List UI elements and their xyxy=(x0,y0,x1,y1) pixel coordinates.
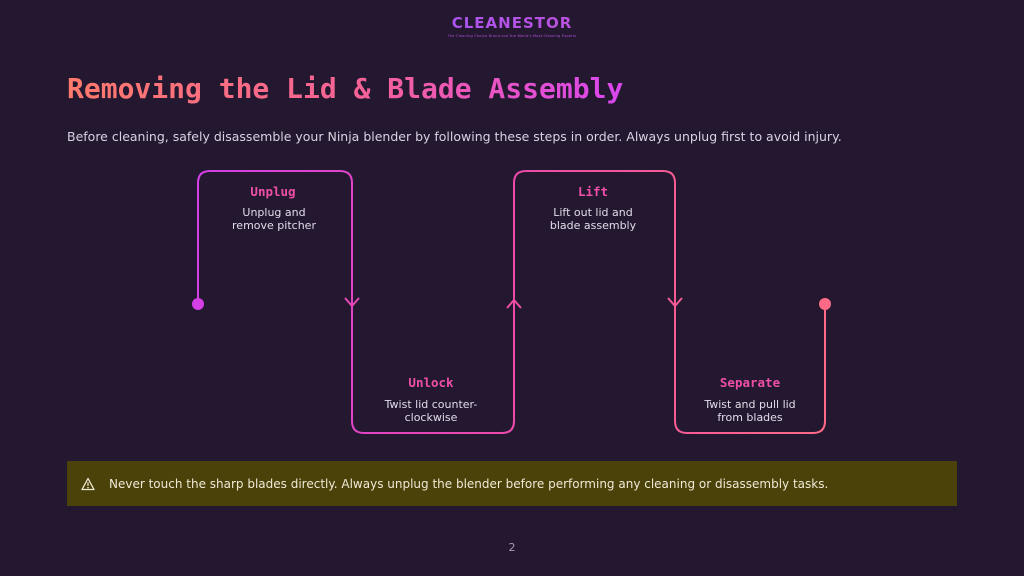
step-description: blade assembly xyxy=(550,219,637,232)
page-number: 2 xyxy=(508,541,516,554)
step-title: Lift xyxy=(578,184,608,199)
warning-banner: Never touch the sharp blades directly. A… xyxy=(67,461,957,506)
step-title: Separate xyxy=(720,375,781,390)
step-description: from blades xyxy=(717,411,783,424)
brand-header: CLEANESTOR The Cleaning Choice Brand and… xyxy=(0,14,1024,38)
step-description: Twist lid counter- xyxy=(384,398,478,411)
step-description: Unplug and xyxy=(242,206,305,219)
step-description: Lift out lid and xyxy=(553,206,632,219)
brand-tagline: The Cleaning Choice Brand and the World'… xyxy=(447,34,577,38)
end-dot xyxy=(819,298,831,310)
step-description: remove pitcher xyxy=(232,219,316,232)
process-diagram: Unplug Unplug and remove pitcher Unlock … xyxy=(192,170,831,434)
arrow-down-icon xyxy=(344,297,360,308)
step-unplug: Unplug Unplug and remove pitcher xyxy=(232,184,316,232)
warning-text: Never touch the sharp blades directly. A… xyxy=(109,476,829,491)
warning-triangle-icon xyxy=(81,477,95,490)
step-title: Unlock xyxy=(408,375,454,390)
step-lift: Lift Lift out lid and blade assembly xyxy=(550,184,637,232)
step-description: Twist and pull lid xyxy=(703,398,795,411)
arrow-down-icon xyxy=(667,297,683,308)
step-separate: Separate Twist and pull lid from blades xyxy=(703,375,795,424)
arrow-up-icon xyxy=(506,298,522,309)
start-dot xyxy=(192,298,204,310)
brand-logo: CLEANESTOR xyxy=(0,14,1024,32)
step-title: Unplug xyxy=(250,184,295,199)
process-path xyxy=(197,170,826,434)
step-description: clockwise xyxy=(405,411,458,424)
step-unlock: Unlock Twist lid counter- clockwise xyxy=(384,375,478,424)
page-title: Removing the Lid & Blade Assembly xyxy=(67,72,624,105)
intro-text: Before cleaning, safely disassemble your… xyxy=(67,129,842,144)
